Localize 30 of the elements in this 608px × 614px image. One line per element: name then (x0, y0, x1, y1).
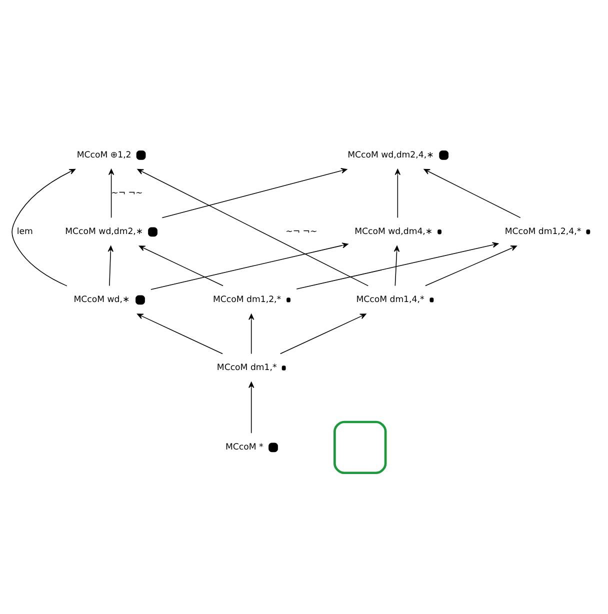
arrow (150, 242, 348, 290)
arrow (248, 382, 254, 434)
arrow (138, 246, 224, 286)
node-box (334, 420, 387, 474)
node-label: MCcoM wd,dm2,4,∗ (348, 150, 434, 160)
arrow (12, 168, 76, 286)
arrow (425, 246, 517, 286)
arrow (296, 242, 499, 290)
node-label: MCcoM wd,dm2,∗ (65, 227, 144, 238)
arrow (424, 168, 521, 218)
arrow (108, 168, 114, 218)
node-label: MCcoM dm1,2,* (213, 295, 282, 306)
edge-label: ∼¬ ¬∼ (111, 188, 143, 199)
arrow (280, 314, 366, 354)
node-label: MCcoM ⊕1,2 (76, 150, 132, 160)
node-label: MCcoM dm1,* (216, 363, 277, 374)
arrow (137, 168, 369, 286)
node-label: MCcoM wd,dm4,∗ (354, 227, 433, 238)
arrow (137, 314, 223, 354)
arrow (394, 246, 400, 286)
node-label: MCcoM * (226, 442, 264, 453)
node-label: MCcoM wd,∗ (74, 295, 130, 306)
edge-label: ∼¬ ¬∼ (286, 227, 318, 238)
arrow (162, 168, 348, 218)
arrow (248, 314, 254, 354)
edge-label: lem (16, 227, 33, 238)
node-label: MCcoM dm1,2,4,* (504, 227, 582, 238)
arrow (394, 168, 401, 218)
node-label: MCcoM dm1,4,* (356, 295, 424, 306)
arrow (108, 246, 114, 286)
